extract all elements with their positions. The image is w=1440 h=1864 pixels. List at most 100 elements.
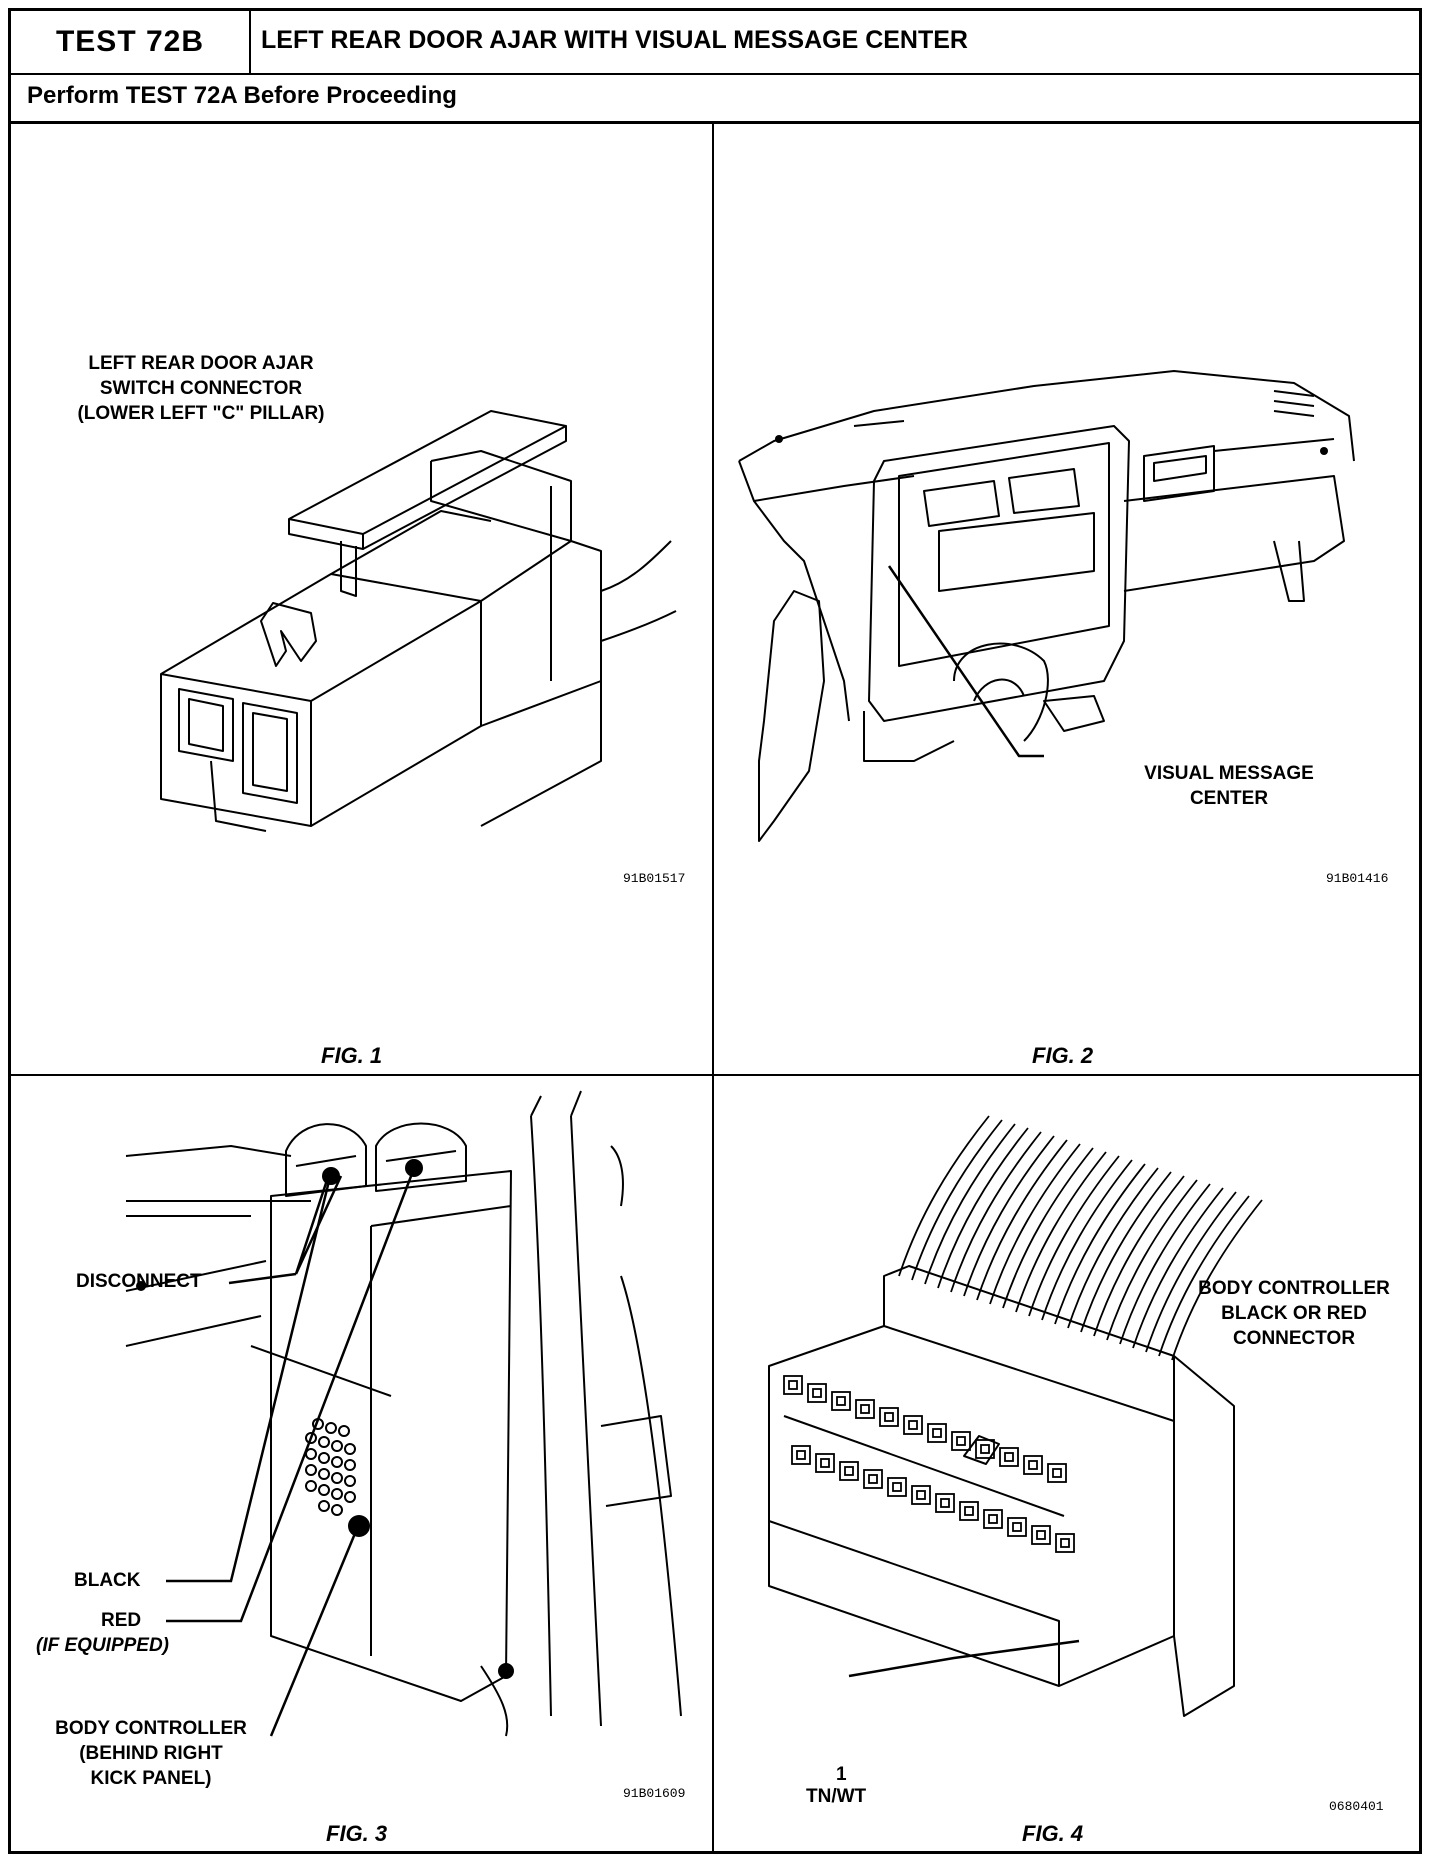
wire-strand (1119, 1183, 1211, 1345)
pin-cavity (807, 1383, 827, 1403)
figure-3-panel: DISCONNECT BLACK RED (IF EQUIPPED) BODY … (11, 1076, 714, 1851)
pin-cavity (815, 1453, 835, 1473)
pin-terminal (988, 1514, 998, 1524)
subtitle-bar: Perform TEST 72A Before Proceeding (11, 73, 1419, 124)
pin-cavity (1007, 1517, 1027, 1537)
pin-cavity (887, 1477, 907, 1497)
pin-cavity (863, 1469, 883, 1489)
pin-terminal (1036, 1530, 1046, 1540)
pin-terminal (1052, 1468, 1062, 1478)
pin-terminal (1012, 1522, 1022, 1532)
pin-terminal (964, 1506, 974, 1516)
wire-strand (1106, 1179, 1198, 1341)
pin-terminal (844, 1466, 854, 1476)
wire-strand (950, 1131, 1042, 1293)
pin-terminal (860, 1404, 870, 1414)
pin-terminal (868, 1474, 878, 1484)
pin-terminal (932, 1428, 942, 1438)
fig4-label-line2: BLACK OR RED (1221, 1303, 1367, 1324)
fig4-connector-label: BODY CONTROLLER BLACK OR RED CONNECTOR (1174, 1276, 1414, 1351)
pin-cavity (791, 1445, 811, 1465)
fig1-label-line3: (LOWER LEFT "C" PILLAR) (77, 403, 325, 424)
test-subtitle: Perform TEST 72A Before Proceeding (27, 82, 457, 109)
pin-terminal (836, 1396, 846, 1406)
pin-cavity (927, 1423, 947, 1443)
pin-cavity (959, 1501, 979, 1521)
fig3-bc-line3: KICK PANEL) (90, 1768, 212, 1789)
fig4-code: 0680401 (1329, 1799, 1384, 1814)
pin-cavity (879, 1407, 899, 1427)
pin-terminal (812, 1388, 822, 1398)
wire-strand (1158, 1195, 1250, 1357)
pin-terminal (916, 1490, 926, 1500)
pin-cavity (839, 1461, 859, 1481)
fig1-code: 91B01517 (623, 871, 686, 886)
wire-strand (1145, 1191, 1237, 1353)
pin-terminal (980, 1444, 990, 1454)
fig2-label-line2: CENTER (1189, 788, 1269, 809)
fig1-label-line1: LEFT REAR DOOR AJAR (88, 353, 314, 374)
instrument-panel-drawing (738, 370, 1355, 842)
pin-cavity (831, 1391, 851, 1411)
fig3-caption: FIG. 3 (326, 1821, 388, 1846)
wire-strand (898, 1115, 990, 1277)
wire-strand (963, 1135, 1055, 1297)
wire-strand (976, 1139, 1068, 1301)
fig4-label-line3: CONNECTOR (1232, 1328, 1356, 1349)
pin-terminal (788, 1380, 798, 1390)
pin-cavity (1031, 1525, 1051, 1545)
test-sheet: TEST 72B LEFT REAR DOOR AJAR WITH VISUAL… (8, 8, 1422, 1854)
fig4-pin-number: 1 (836, 1764, 847, 1785)
fig2-caption: FIG. 2 (1032, 1043, 1094, 1068)
test-id: TEST 72B (11, 11, 251, 73)
body-controller-connector-drawing (768, 1115, 1263, 1717)
fig3-bc-line1: BODY CONTROLLER (55, 1718, 247, 1739)
fig2-code: 91B01416 (1326, 871, 1389, 886)
fig4-caption: FIG. 4 (1022, 1821, 1084, 1846)
pin-cavity (983, 1509, 1003, 1529)
switch-connector-drawing (160, 410, 677, 832)
pin-cavity (975, 1439, 995, 1459)
wire-strand (1041, 1159, 1133, 1321)
pin-terminal (1004, 1452, 1014, 1462)
wire-strand (1067, 1167, 1159, 1329)
pin-terminal (1060, 1538, 1070, 1548)
pin-cavity (855, 1399, 875, 1419)
wire-strand (1093, 1175, 1185, 1337)
fig3-code: 91B01609 (623, 1786, 686, 1801)
fig3-red-label: RED (101, 1610, 142, 1631)
pin-cavity (1055, 1533, 1075, 1553)
pin-terminal (884, 1412, 894, 1422)
pin-cavity (783, 1375, 803, 1395)
fig2-label: VISUAL MESSAGE CENTER (1129, 761, 1329, 811)
wire-strand (924, 1123, 1016, 1285)
wire-strand (1028, 1155, 1120, 1317)
figure-4-panel: BODY CONTROLLER BLACK OR RED CONNECTOR 1… (714, 1076, 1419, 1851)
fig3-if-equipped-label: (IF EQUIPPED) (36, 1635, 170, 1656)
pin-terminal (796, 1450, 806, 1460)
pin-terminal (820, 1458, 830, 1468)
pin-cavity (935, 1493, 955, 1513)
wire-strand (1015, 1151, 1107, 1313)
fig3-body-controller-label: BODY CONTROLLER (BEHIND RIGHT KICK PANEL… (31, 1716, 271, 1791)
test-title: LEFT REAR DOOR AJAR WITH VISUAL MESSAGE … (261, 26, 968, 54)
figure-1-panel: LEFT REAR DOOR AJAR SWITCH CONNECTOR (LO… (11, 121, 714, 1076)
wire-strand (1132, 1187, 1224, 1349)
wire-strand (911, 1119, 1003, 1281)
fig2-label-line1: VISUAL MESSAGE (1144, 763, 1314, 784)
pin-cavity (911, 1485, 931, 1505)
fig4-label-line1: BODY CONTROLLER (1198, 1278, 1390, 1299)
fig3-disconnect-label: DISCONNECT (76, 1271, 202, 1292)
pin-cavity (1023, 1455, 1043, 1475)
fig4-pin-color: TN/WT (806, 1786, 867, 1807)
wire-strand (1080, 1171, 1172, 1333)
pin-terminal (1028, 1460, 1038, 1470)
wire-strand (1171, 1199, 1263, 1361)
pin-terminal (908, 1420, 918, 1430)
header-bar: TEST 72B LEFT REAR DOOR AJAR WITH VISUAL… (11, 11, 1419, 75)
pin-cavity (903, 1415, 923, 1435)
wire-strand (937, 1127, 1029, 1289)
wire-strand (1054, 1163, 1146, 1325)
pin-terminal (956, 1436, 966, 1446)
pin-cavity (1047, 1463, 1067, 1483)
